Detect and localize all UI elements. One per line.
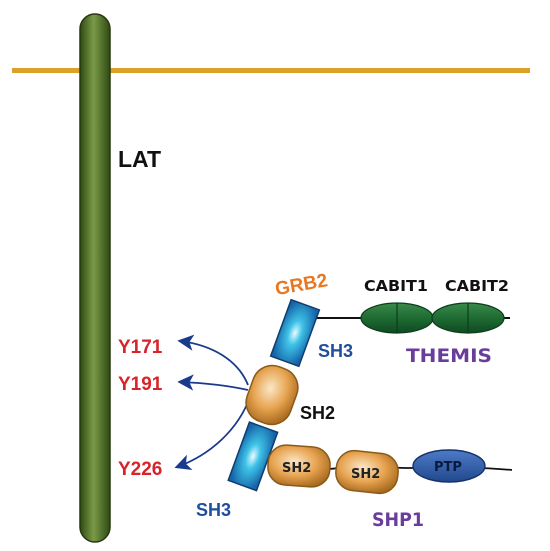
grb2-sh3-top-label: SH3 — [318, 341, 353, 361]
grb2-sh2-label: SH2 — [300, 403, 335, 423]
shp1-sh2-b-label: SH2 — [351, 467, 380, 482]
shp1-label: SHP1 — [372, 509, 424, 531]
shp1-sh2-a-domain — [267, 444, 331, 488]
cabit2-label: CABIT2 — [445, 277, 509, 295]
ptp-label: PTP — [434, 460, 462, 475]
grb2-sh2-domain — [245, 364, 299, 426]
lat-label: LAT — [118, 146, 161, 172]
shp1-sh2-b-domain — [335, 449, 399, 495]
tyrosine-y171-label: Y171 — [118, 337, 163, 358]
grb2-sh3-bottom-label: SH3 — [196, 500, 231, 520]
grb2-label: GRB2 — [274, 270, 330, 300]
grb2-sh3-top-domain — [269, 298, 321, 368]
arrow-to-y226 — [174, 396, 251, 470]
themis-label: THEMIS — [406, 345, 492, 367]
arrow-to-y191 — [177, 374, 249, 391]
ptp-domain — [412, 449, 486, 483]
grb2-sh3-bottom-domain — [227, 421, 279, 492]
plasma-membrane-line — [12, 68, 530, 73]
tyrosine-y191-label: Y191 — [118, 374, 163, 395]
lat-molecule — [79, 13, 111, 543]
tyrosine-y226-label: Y226 — [118, 459, 162, 480]
arrow-to-y171 — [177, 334, 249, 386]
shp1-sh2-a-label: SH2 — [282, 461, 311, 476]
cabit1-label: CABIT1 — [364, 277, 428, 295]
